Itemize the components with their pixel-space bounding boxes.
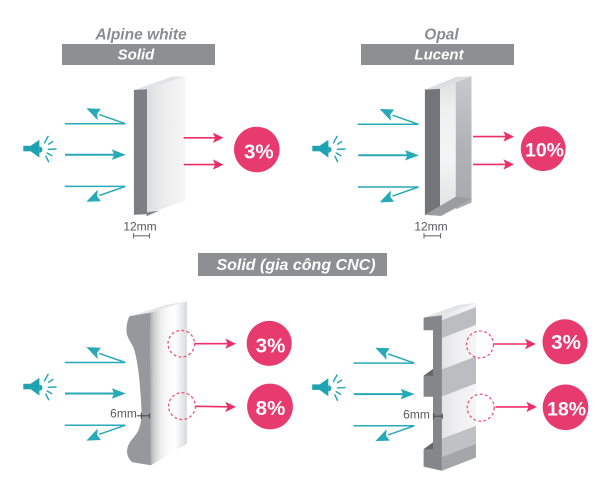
svg-text:8%: 8% [256, 397, 286, 420]
svg-text:10%: 10% [525, 139, 564, 161]
svg-text:3%: 3% [244, 140, 274, 163]
svg-text:6mm: 6mm [110, 406, 137, 420]
svg-text:Alpine white: Alpine white [94, 26, 187, 43]
svg-text:3%: 3% [256, 334, 286, 357]
svg-text:3%: 3% [551, 331, 581, 354]
svg-text:Solid: Solid [118, 46, 156, 63]
svg-text:18%: 18% [547, 398, 586, 420]
svg-text:6mm: 6mm [403, 408, 430, 422]
svg-text:Opal: Opal [424, 26, 459, 43]
svg-text:12mm: 12mm [123, 220, 156, 234]
svg-text:Solid (gia công CNC): Solid (gia công CNC) [216, 257, 375, 274]
svg-text:Lucent: Lucent [414, 46, 464, 63]
svg-text:12mm: 12mm [414, 220, 447, 234]
